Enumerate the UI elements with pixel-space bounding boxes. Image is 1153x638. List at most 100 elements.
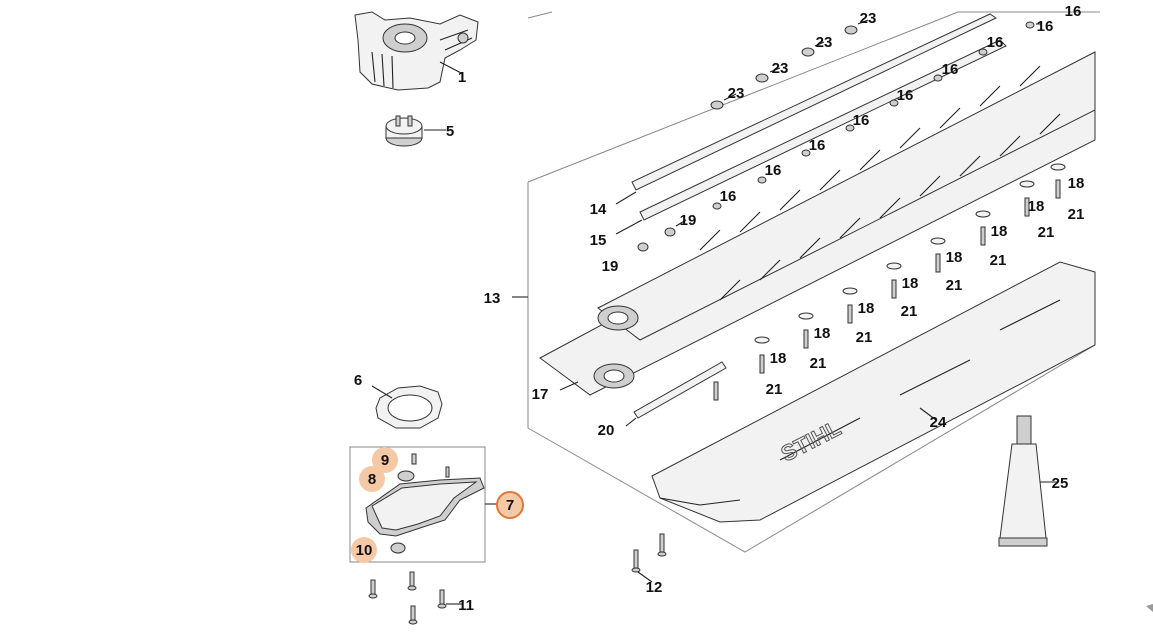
- callout-label: 12: [646, 579, 663, 596]
- callout-c1: 1: [458, 69, 466, 86]
- callout-c12: 12: [646, 579, 663, 596]
- callout-highlight: [351, 537, 377, 563]
- rails: [631, 13, 1007, 221]
- callout-label: 13: [484, 290, 501, 307]
- callout-layer: 1567891011121314151616161616161616161718…: [351, 3, 1084, 614]
- callout-label: 18: [858, 300, 875, 317]
- callout-c21f: 21: [990, 252, 1007, 269]
- callout-c21d: 21: [901, 303, 918, 320]
- callout-label: 23: [860, 10, 877, 27]
- callout-c17: 17: [532, 386, 549, 403]
- callout-highlight: [496, 491, 524, 519]
- callout-c16d: 16: [853, 112, 870, 129]
- callout-label: 25: [1052, 475, 1069, 492]
- callout-c18d: 18: [902, 275, 919, 292]
- callout-label: 18: [814, 325, 831, 342]
- gear-cover-part: [365, 453, 485, 554]
- callout-c23a: 23: [728, 85, 745, 102]
- callout-label: 8: [368, 471, 376, 488]
- callout-label: 18: [991, 223, 1008, 240]
- callout-label: 21: [766, 381, 783, 398]
- callout-label: 18: [902, 275, 919, 292]
- callout-label: 18: [1028, 198, 1045, 215]
- callout-c25: 25: [1052, 475, 1069, 492]
- callout-label: 23: [728, 85, 745, 102]
- callout-c16i: 16: [1065, 3, 1082, 20]
- callout-label: 16: [853, 112, 870, 129]
- callout-c16h: 16: [1037, 18, 1054, 35]
- callout-label: 23: [772, 60, 789, 77]
- callout-c18a: 18: [770, 350, 787, 367]
- callout-c19b: 19: [602, 258, 619, 275]
- callout-c21g: 21: [1038, 224, 1055, 241]
- strip-part: [633, 361, 727, 419]
- callout-label: 11: [458, 597, 474, 614]
- callout-label: 14: [590, 201, 607, 218]
- group-frame: [527, 11, 1100, 553]
- callout-c9: 9: [372, 447, 398, 473]
- grease-tube-part: [998, 415, 1048, 547]
- callout-c16f: 16: [942, 61, 959, 78]
- callout-label: 19: [602, 258, 619, 275]
- callout-label: 21: [1068, 206, 1085, 223]
- callout-c23d: 23: [860, 10, 877, 27]
- callout-c16c: 16: [809, 137, 826, 154]
- callout-c15: 15: [590, 232, 607, 249]
- callout-c18b: 18: [814, 325, 831, 342]
- callout-label: 21: [990, 252, 1007, 269]
- callout-c23b: 23: [772, 60, 789, 77]
- cutter-blades: [539, 51, 1096, 396]
- callout-label: 1: [458, 69, 466, 86]
- callout-c21a: 21: [766, 381, 783, 398]
- callout-label: 5: [446, 123, 454, 140]
- callout-label: 21: [901, 303, 918, 320]
- callout-label: 16: [987, 34, 1004, 51]
- callout-c21e: 21: [946, 277, 963, 294]
- callout-label: 9: [381, 452, 389, 469]
- screw-set-11: [368, 571, 447, 625]
- callout-label: 20: [598, 422, 615, 439]
- callout-c18e: 18: [946, 249, 963, 266]
- callout-label: 24: [930, 414, 947, 431]
- callout-c18f: 18: [991, 223, 1008, 240]
- callout-label: 21: [1038, 224, 1055, 241]
- callout-label: 16: [897, 87, 914, 104]
- callout-c11: 11: [458, 597, 474, 614]
- callout-label: 23: [816, 34, 833, 51]
- callout-c23c: 23: [816, 34, 833, 51]
- callout-c21c: 21: [856, 329, 873, 346]
- callout-label: 15: [590, 232, 607, 249]
- callout-c16g: 16: [987, 34, 1004, 51]
- callout-c20: 20: [598, 422, 615, 439]
- callout-c18g: 18: [1028, 198, 1045, 215]
- callout-label: 16: [1065, 3, 1082, 20]
- washers-screws: [713, 163, 1066, 401]
- callout-c21h: 21: [1068, 206, 1085, 223]
- callout-highlight: [359, 466, 385, 492]
- blade-guard-part: STIHL: [651, 261, 1096, 523]
- callout-c21b: 21: [810, 355, 827, 372]
- callout-c19a: 19: [680, 212, 697, 229]
- callout-c16a: 16: [720, 188, 737, 205]
- callout-c5: 5: [446, 123, 454, 140]
- callout-label: 21: [856, 329, 873, 346]
- callout-label: 19: [680, 212, 697, 229]
- callout-label: 18: [770, 350, 787, 367]
- gasket-part: [375, 385, 443, 429]
- callout-c18c: 18: [858, 300, 875, 317]
- cap-part: [385, 115, 423, 147]
- screw-set-12: [631, 533, 667, 573]
- callout-label: 10: [356, 542, 373, 559]
- callout-c8: 8: [359, 466, 385, 492]
- callout-c16e: 16: [897, 87, 914, 104]
- nuts: [637, 21, 1035, 252]
- callout-label: 18: [1068, 175, 1085, 192]
- gear-housing-part: [354, 11, 479, 91]
- callout-label: 7: [506, 497, 514, 514]
- callout-label: 16: [809, 137, 826, 154]
- callout-c14: 14: [590, 201, 607, 218]
- callout-c18h: 18: [1068, 175, 1085, 192]
- callout-label: 18: [946, 249, 963, 266]
